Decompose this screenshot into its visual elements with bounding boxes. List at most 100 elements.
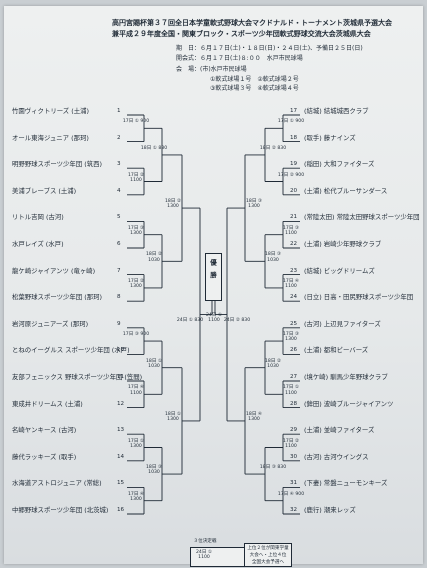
bracket-sheet: 高円宮賜杯第３７回全日本学童軟式野球大会マクドナルド・トーナメント茨城県予選大会… <box>4 6 423 567</box>
team-number: 2 <box>117 134 121 141</box>
team-number: 27 <box>290 374 298 380</box>
bracket-lines <box>127 114 300 515</box>
game-info-r1: 17日 ② 1100 <box>127 172 145 183</box>
game-info-r2: 18日 ② 1030 <box>145 252 163 263</box>
team-name: 東成井ドリームス (土浦) <box>12 399 83 408</box>
game-info-r1: 17日 ① 1300 <box>127 438 145 449</box>
team-number: 28 <box>290 400 298 407</box>
team-number: 23 <box>290 267 298 274</box>
team-number: 12 <box>117 400 125 407</box>
team-name: (古河) 古河ウイングス <box>304 452 369 461</box>
team-number: 6 <box>117 241 121 247</box>
team-name: (土浦) 松代ブルーサンダース <box>304 186 388 195</box>
team-number: 14 <box>117 453 125 460</box>
qualification-note: 上位２位が関東学童 大会へ・上位４位 全国大会予選へ <box>244 543 292 567</box>
team-name: (下妻) 常盤ニューモンキーズ <box>304 479 388 488</box>
game-info-r2: 18日 ① 1030 <box>145 358 163 369</box>
team-name: (常陸太田) 常陸太田野球スポーツ少年団 <box>304 213 420 222</box>
date-label: 期 日：６月１７日(土)・１８日(日)・２４日(土)、予備日２５日(日) <box>176 45 363 52</box>
team-number: 29 <box>290 427 298 434</box>
game-info-r3: 18日 ③ 1300 <box>245 199 263 210</box>
team-name: 明野野球スポーツ少年団 (筑西) <box>12 160 102 169</box>
team-name: 美浦ブレーブス (土浦) <box>12 186 77 195</box>
team-number: 16 <box>117 507 125 513</box>
team-number: 1 <box>117 108 121 114</box>
game-info-r1: 17日 ④ 1300 <box>127 491 145 502</box>
team-name: オール東海ジュニア (那珂) <box>12 133 89 142</box>
team-name: (稲田) 大和ファイターズ <box>304 160 375 169</box>
team-number: 31 <box>290 480 298 487</box>
team-number: 7 <box>117 267 121 274</box>
game-info-r1: 17日 ③ 1100 <box>282 225 300 236</box>
game-info-semifinal: 24日 ② 830 <box>223 317 251 323</box>
team-name: とねのイーグルス スポーツ少年団 (水戸) <box>12 346 130 355</box>
team-name: (取手) 藤ナインズ <box>304 133 356 142</box>
note-line-3: 全国大会予選へ <box>251 560 285 565</box>
team-number: 32 <box>290 507 298 513</box>
team-name: 水戸レイズ (水戸) <box>12 240 64 248</box>
game-info-r3: 18日 ① 1300 <box>164 411 182 423</box>
team-name: (結城) 結城城西クラブ <box>304 107 369 115</box>
team-name: 岩河原ジュニアーズ (那珂) <box>12 319 89 328</box>
note-line-1: 上位２位が関東学童 <box>247 546 289 551</box>
team-number: 3 <box>117 161 121 168</box>
team-name: (土浦) 都和ビーバーズ <box>304 346 369 355</box>
game-info-r1: 17日 ② 1300 <box>127 278 145 290</box>
team-number: 9 <box>117 320 121 327</box>
team-name: (鉾田) 波崎ブルージャイアンツ <box>304 399 394 408</box>
third-place-time: 24日 ① 1100 <box>195 550 213 561</box>
team-number: 26 <box>290 347 298 354</box>
team-name: (結城) ビッグドリームズ <box>304 266 375 275</box>
team-number: 4 <box>117 187 121 194</box>
third-place-box: 24日 ① 1100 <box>190 547 246 567</box>
team-name: 名崎ヤンキース (古河) <box>12 426 77 435</box>
game-info-r1: 17日 ③ 1300 <box>127 225 145 236</box>
third-place-label: ３位決定戦 <box>193 539 217 544</box>
game-info-r3: 18日 ④ 1300 <box>245 411 263 423</box>
game-info-r1: 17日 ① 1100 <box>282 385 300 396</box>
champion-box: 優勝 <box>205 253 222 301</box>
game-info-r2: 18日 ② 830 <box>259 145 287 151</box>
team-number: 21 <box>290 214 298 221</box>
team-name: 水海道アストロジュニア (常総) <box>12 479 102 488</box>
team-number: 11 <box>117 374 125 380</box>
game-info-r1: 17日 ② 900 <box>277 172 305 178</box>
team-name: 中郷野球スポーツ少年団 (北茨城) <box>12 506 109 514</box>
game-info-r1: 17日 ④ 1100 <box>282 278 300 290</box>
game-info-semifinal: 24日 ① 830 <box>176 317 204 323</box>
game-info-r2: 18日 ③ 1030 <box>145 465 163 476</box>
team-number: 24 <box>290 294 298 301</box>
team-name: (古河) 上辺見ファイターズ <box>304 319 381 328</box>
game-info-r2: 18日 ② 1030 <box>264 358 282 369</box>
team-number: 8 <box>117 294 121 301</box>
team-number: 10 <box>117 347 125 354</box>
venue-label: 会 場：(市)水戸市民球場 <box>176 66 247 73</box>
title-line-1: 高円宮賜杯第３７回全日本学童軟式野球大会マクドナルド・トーナメント茨城県予選大会 <box>112 19 392 27</box>
team-name: (土浦) 並崎ファイターズ <box>304 426 375 435</box>
game-info-r1: 17日 ① 900 <box>122 119 150 125</box>
game-info-r1: 17日 ④ 1100 <box>127 385 145 396</box>
game-info-r1: 17日 ③ 900 <box>122 332 150 338</box>
meeting-label: 開会式：６月１７日(土)８:００ 水戸市民球場 <box>176 55 303 62</box>
team-number: 19 <box>290 161 298 168</box>
venue-sub-1: ①軟式球場１号 ②軟式球場２号 <box>210 76 299 83</box>
team-name: リトル吉岡 (古河) <box>12 213 64 222</box>
game-info-r1: 17日 ① 900 <box>277 119 305 125</box>
team-number: 20 <box>290 187 298 194</box>
game-info-final: 24日 ① 1100 <box>205 313 223 324</box>
title-line-2: 兼平成２９年度全国・関東ブロック・スポーツ少年団軟式野球交流大会茨城県大会 <box>112 30 371 38</box>
team-number: 18 <box>290 134 298 141</box>
team-number: 30 <box>290 453 298 460</box>
team-number: 5 <box>117 214 121 221</box>
team-name: (境ケ崎) 馴馬少年野球クラブ <box>304 373 388 381</box>
team-number: 25 <box>290 320 298 327</box>
game-info-r1: 17日 ② 1100 <box>282 438 300 449</box>
game-info-r3: 18日 ② 1300 <box>164 199 182 210</box>
team-name: 龍ケ崎ジャイアンツ (竜ヶ崎) <box>12 266 96 275</box>
game-info-r1: 17日 ③ 1300 <box>282 332 300 343</box>
team-name: (日立) 日高・田尻野球スポーツ少年団 <box>304 293 414 302</box>
team-number: 13 <box>117 427 125 434</box>
game-info-r2: 18日 ① 830 <box>140 145 168 151</box>
team-number: 17 <box>290 108 298 114</box>
game-info-r2: 18日 ③ 830 <box>259 465 287 471</box>
